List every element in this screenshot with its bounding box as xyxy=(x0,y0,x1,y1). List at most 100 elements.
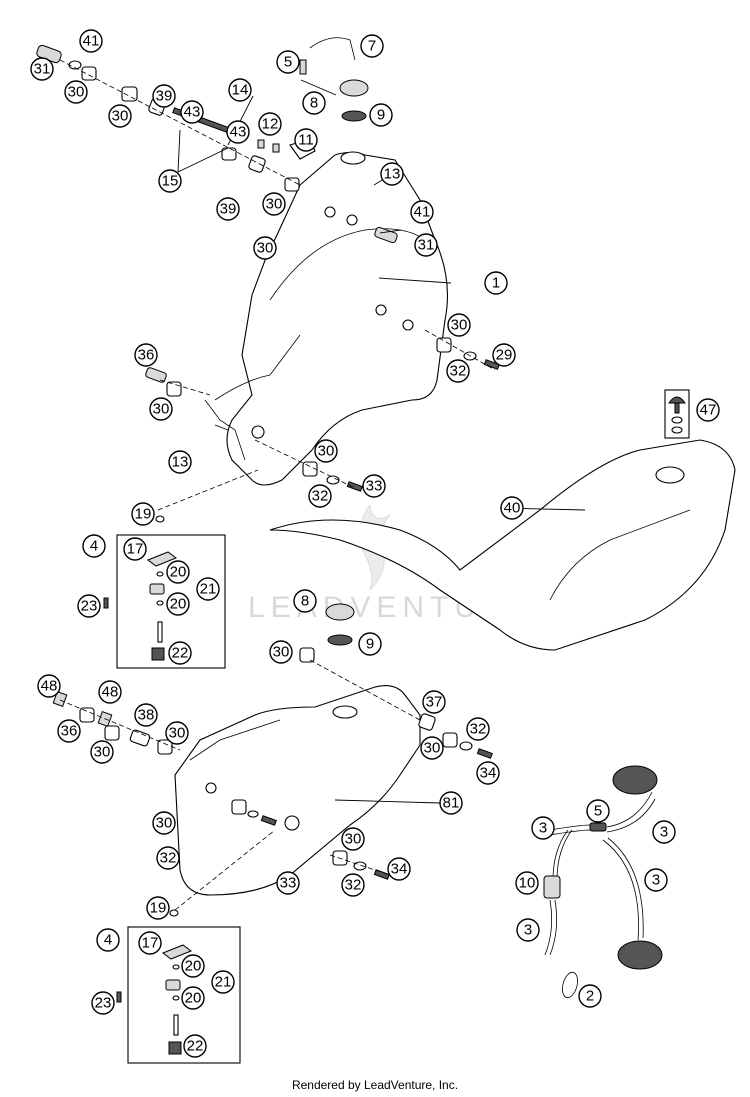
svg-text:20: 20 xyxy=(185,958,202,975)
svg-text:30: 30 xyxy=(318,443,335,460)
callout-23: 23 xyxy=(77,594,101,618)
footer-credit: Rendered by LeadVenture, Inc. xyxy=(291,1078,459,1092)
svg-text:8: 8 xyxy=(310,95,318,112)
callout-15: 15 xyxy=(158,169,182,193)
svg-text:41: 41 xyxy=(83,33,100,50)
callout-30: 30 xyxy=(262,192,286,216)
callout-37: 37 xyxy=(422,690,446,714)
callout-19: 19 xyxy=(146,896,170,920)
svg-text:21: 21 xyxy=(200,581,217,598)
svg-text:14: 14 xyxy=(232,82,249,99)
callout-3: 3 xyxy=(644,868,668,892)
svg-text:5: 5 xyxy=(284,54,292,71)
svg-text:36: 36 xyxy=(138,347,155,364)
callout-30: 30 xyxy=(447,313,471,337)
svg-text:20: 20 xyxy=(170,596,187,613)
callout-17: 17 xyxy=(138,931,162,955)
callout-39: 39 xyxy=(152,84,176,108)
fuel-tank-upper[interactable] xyxy=(204,151,449,486)
callout-21: 21 xyxy=(196,577,220,601)
callout-4: 4 xyxy=(96,928,120,952)
callout-34: 34 xyxy=(387,857,411,881)
svg-text:10: 10 xyxy=(519,875,536,892)
callout-3: 3 xyxy=(516,918,540,942)
fuel-tank-lower[interactable] xyxy=(174,685,421,896)
callout-9: 9 xyxy=(358,632,382,656)
svg-text:30: 30 xyxy=(169,725,186,742)
svg-text:3: 3 xyxy=(524,922,532,939)
svg-text:12: 12 xyxy=(262,116,279,133)
svg-text:30: 30 xyxy=(451,317,468,334)
svg-text:5: 5 xyxy=(594,803,602,820)
fuel-valve-upper xyxy=(103,515,178,661)
valve-kit-box-lower xyxy=(127,926,241,1064)
svg-text:32: 32 xyxy=(470,721,487,738)
seat[interactable] xyxy=(269,439,736,651)
svg-text:48: 48 xyxy=(41,678,58,695)
callout-12: 12 xyxy=(258,112,282,136)
callout-43: 43 xyxy=(180,100,204,124)
svg-text:32: 32 xyxy=(160,850,177,867)
svg-text:39: 39 xyxy=(156,88,173,105)
hardware-lower xyxy=(52,603,493,911)
svg-text:36: 36 xyxy=(61,723,78,740)
svg-text:33: 33 xyxy=(280,875,297,892)
callout-1: 1 xyxy=(484,271,508,295)
svg-text:34: 34 xyxy=(391,861,408,878)
callout-33: 33 xyxy=(276,871,300,895)
callout-29: 29 xyxy=(492,343,516,367)
svg-text:30: 30 xyxy=(266,196,283,213)
svg-text:41: 41 xyxy=(414,204,431,221)
svg-text:9: 9 xyxy=(366,636,374,653)
svg-text:30: 30 xyxy=(153,401,170,418)
svg-text:19: 19 xyxy=(135,506,152,523)
callout-10: 10 xyxy=(515,871,539,895)
svg-text:7: 7 xyxy=(368,38,376,55)
callout-36: 36 xyxy=(57,719,81,743)
callout-30: 30 xyxy=(90,740,114,764)
callout-3: 3 xyxy=(652,820,676,844)
svg-text:21: 21 xyxy=(215,974,232,991)
callout-5: 5 xyxy=(586,799,610,823)
svg-text:38: 38 xyxy=(138,707,155,724)
callout-39: 39 xyxy=(216,197,240,221)
svg-text:30: 30 xyxy=(424,740,441,757)
svg-text:23: 23 xyxy=(95,995,112,1012)
svg-text:1: 1 xyxy=(492,275,500,292)
svg-text:39: 39 xyxy=(220,201,237,218)
callout-13: 13 xyxy=(168,450,192,474)
callout-40: 40 xyxy=(500,496,524,520)
callout-32: 32 xyxy=(446,359,470,383)
svg-text:11: 11 xyxy=(298,132,314,149)
svg-text:22: 22 xyxy=(172,645,189,662)
callout-21: 21 xyxy=(211,970,235,994)
callout-20: 20 xyxy=(181,954,205,978)
callout-17: 17 xyxy=(123,537,147,561)
callout-8: 8 xyxy=(302,91,326,115)
svg-text:81: 81 xyxy=(443,795,460,812)
svg-text:8: 8 xyxy=(301,593,309,610)
callout-30: 30 xyxy=(269,640,293,664)
svg-text:20: 20 xyxy=(170,564,187,581)
callout-32: 32 xyxy=(466,717,490,741)
callout-32: 32 xyxy=(156,846,180,870)
callout-9: 9 xyxy=(369,103,393,127)
callout-38: 38 xyxy=(134,703,158,727)
callout-30: 30 xyxy=(149,397,173,421)
svg-text:13: 13 xyxy=(172,454,189,471)
svg-text:29: 29 xyxy=(496,347,513,364)
callout-32: 32 xyxy=(308,484,332,508)
callout-30: 30 xyxy=(341,827,365,851)
callout-19: 19 xyxy=(131,502,155,526)
svg-text:30: 30 xyxy=(112,108,129,125)
svg-text:47: 47 xyxy=(700,402,717,419)
svg-text:30: 30 xyxy=(273,644,290,661)
fuel-line-assembly xyxy=(543,765,663,999)
callout-22: 22 xyxy=(183,1034,207,1058)
svg-text:4: 4 xyxy=(90,538,98,555)
svg-text:43: 43 xyxy=(184,104,201,121)
svg-text:3: 3 xyxy=(652,872,660,889)
svg-text:3: 3 xyxy=(539,820,547,837)
valve-kit-box-upper xyxy=(116,534,226,669)
